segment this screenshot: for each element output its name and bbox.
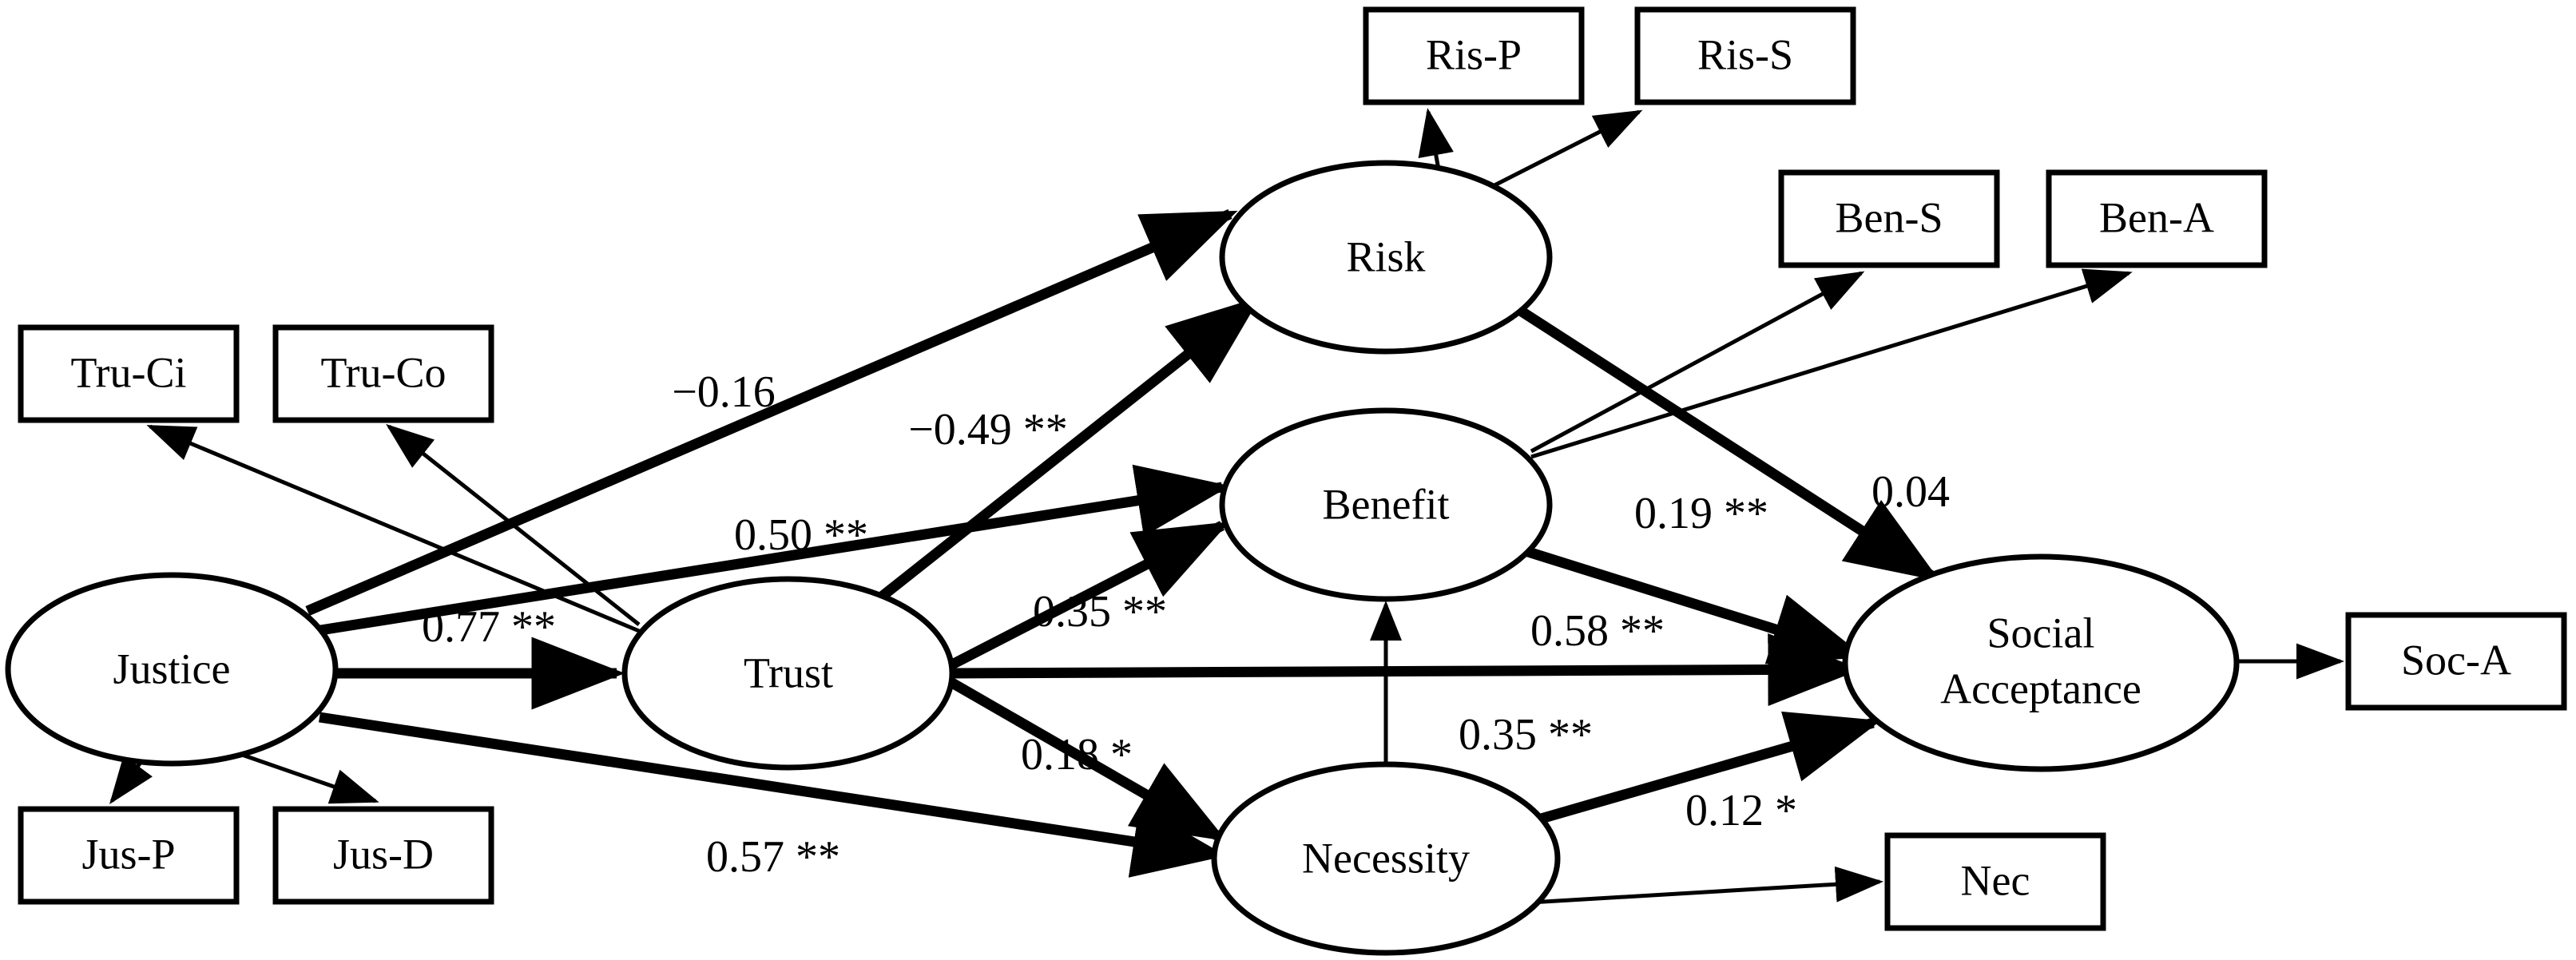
indicator-ris-s[interactable]: Ris-S [1634,6,1856,105]
indicator-tru-ci[interactable]: Tru-Ci [18,324,240,423]
latent-label-social-acceptance-line2: Acceptance [1940,664,2141,712]
edge-necessity-to-nec [1502,866,1883,906]
indicator-tru-co[interactable]: Tru-Co [272,324,494,423]
indicator-label-ben-s: Ben-S [1836,193,1943,241]
indicator-jus-p[interactable]: Jus-P [18,806,240,905]
edge-risk-to-social-acc [1518,307,1940,581]
indicator-ben-a[interactable]: Ben-A [2046,169,2268,268]
indicator-ben-s[interactable]: Ben-S [1778,169,2000,268]
latent-necessity[interactable]: Necessity [1211,761,1561,956]
edge-trust-to-benefit [950,521,1230,669]
edge-benefit-to-ben-s [1530,271,1865,454]
latent-social-acceptance[interactable]: Social Acceptance [1842,553,2240,772]
indicator-label-tru-co: Tru-Co [320,348,446,396]
latent-label-risk: Risk [1346,232,1425,280]
coefficient-benefit-necessity-correlation: 0.35 ** [1459,710,1593,760]
indicator-label-nec: Nec [1961,856,2030,904]
indicator-nec[interactable]: Nec [1884,832,2106,931]
edge-justice-to-jus-d [239,752,379,804]
latent-label-trust: Trust [744,649,833,696]
edge-trust-to-risk [875,296,1261,604]
edge-necessity-to-social-acc [1526,711,1881,828]
indicator-label-ris-s: Ris-S [1697,30,1793,78]
coefficient-justice-to-necessity: 0.57 ** [706,832,840,882]
latent-label-benefit: Benefit [1323,480,1450,528]
structural-paths-group [305,209,1940,878]
indicator-ris-p[interactable]: Ris-P [1363,6,1585,105]
latent-risk[interactable]: Risk [1219,160,1553,355]
latent-benefit[interactable]: Benefit [1219,407,1553,602]
path-coefficient-labels-group: −0.16 −0.49 ** 0.50 ** 0.77 ** 0.35 ** 0… [422,367,1950,882]
edge-justice-to-benefit [314,464,1231,637]
coefficient-trust-to-benefit: 0.35 ** [1033,587,1167,637]
latent-label-necessity: Necessity [1302,834,1470,882]
observed-indicators-group: Tru-Ci Tru-Co Jus-P Jus-D Ris-P Ris-S [18,6,2567,931]
indicator-label-soc-a: Soc-A [2401,636,2511,684]
edge-justice-to-necessity [319,712,1227,878]
coefficient-benefit-to-social-acc: 0.19 ** [1634,489,1768,538]
edge-trust-to-social-acc [951,633,1862,706]
indicator-label-ben-a: Ben-A [2099,193,2214,241]
latent-trust[interactable]: Trust [621,576,955,771]
indicator-label-tru-ci: Tru-Ci [70,348,186,396]
latent-variables-group: Justice Trust Risk Benefit Necessity Soc… [5,160,2240,956]
coefficient-trust-to-necessity: 0.18 * [1021,730,1133,780]
indicator-soc-a[interactable]: Soc-A [2345,612,2567,711]
coefficient-trust-to-social-acc: 0.58 ** [1530,606,1665,656]
edge-justice-to-jus-p [109,755,153,805]
coefficient-justice-to-benefit: 0.50 ** [734,510,868,560]
edge-benefit-to-ben-a [1530,268,2133,459]
indicator-jus-d[interactable]: Jus-D [272,806,494,905]
indicator-label-jus-d: Jus-D [333,830,434,878]
coefficient-justice-to-risk: −0.16 [672,367,776,417]
latent-label-social-acceptance-line1: Social [1987,609,2095,657]
latent-label-justice: Justice [113,645,231,692]
coefficient-justice-to-trust: 0.77 ** [422,602,556,652]
latent-justice[interactable]: Justice [5,572,339,767]
coefficient-trust-to-risk: −0.49 ** [908,405,1068,454]
edge-justice-to-risk [305,209,1238,616]
coefficient-necessity-to-social-acc: 0.12 * [1685,786,1797,835]
edge-benefit-to-social-acc [1524,545,1865,664]
indicator-label-ris-p: Ris-P [1426,30,1522,78]
indicator-label-jus-p: Jus-P [81,830,175,878]
coefficient-risk-to-social-acc: 0.04 [1871,467,1950,517]
